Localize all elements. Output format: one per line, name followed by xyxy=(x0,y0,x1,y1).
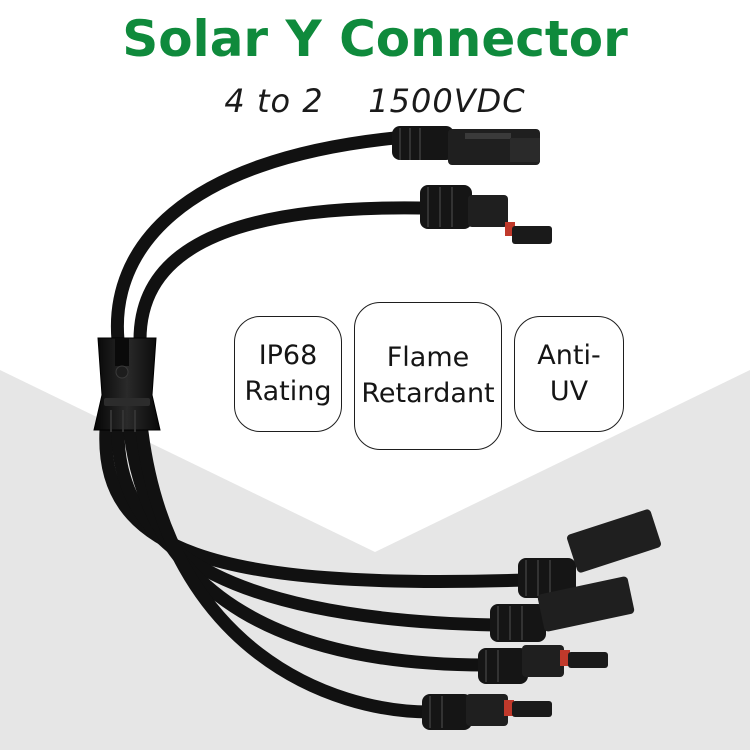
y-splitter-body xyxy=(93,337,161,432)
feature-badge-line: UV xyxy=(549,376,589,407)
connector-male-top xyxy=(420,185,552,244)
connector-female-bottom-2 xyxy=(490,576,635,642)
connector-female-top xyxy=(392,126,540,165)
feature-badge-line: Anti- xyxy=(537,339,601,371)
page-title: Solar Y Connector xyxy=(122,10,628,68)
connector-male-bottom-2 xyxy=(422,694,552,730)
feature-badge-anti-uv: Anti- UV xyxy=(514,316,624,432)
page-subtitle: 4 to 2 1500VDC xyxy=(224,82,526,120)
feature-badge-ip68: IP68 Rating xyxy=(234,316,342,432)
feature-badge-line: Flame xyxy=(386,341,470,373)
feature-badge-line: IP68 xyxy=(258,339,318,371)
connector-male-bottom-1 xyxy=(478,645,608,684)
feature-badge-flame-retardant: Flame Retardant xyxy=(354,302,502,450)
feature-badge-line: Retardant xyxy=(361,378,495,409)
feature-badge-line: Rating xyxy=(244,376,332,407)
connector-female-bottom-1 xyxy=(518,509,661,598)
